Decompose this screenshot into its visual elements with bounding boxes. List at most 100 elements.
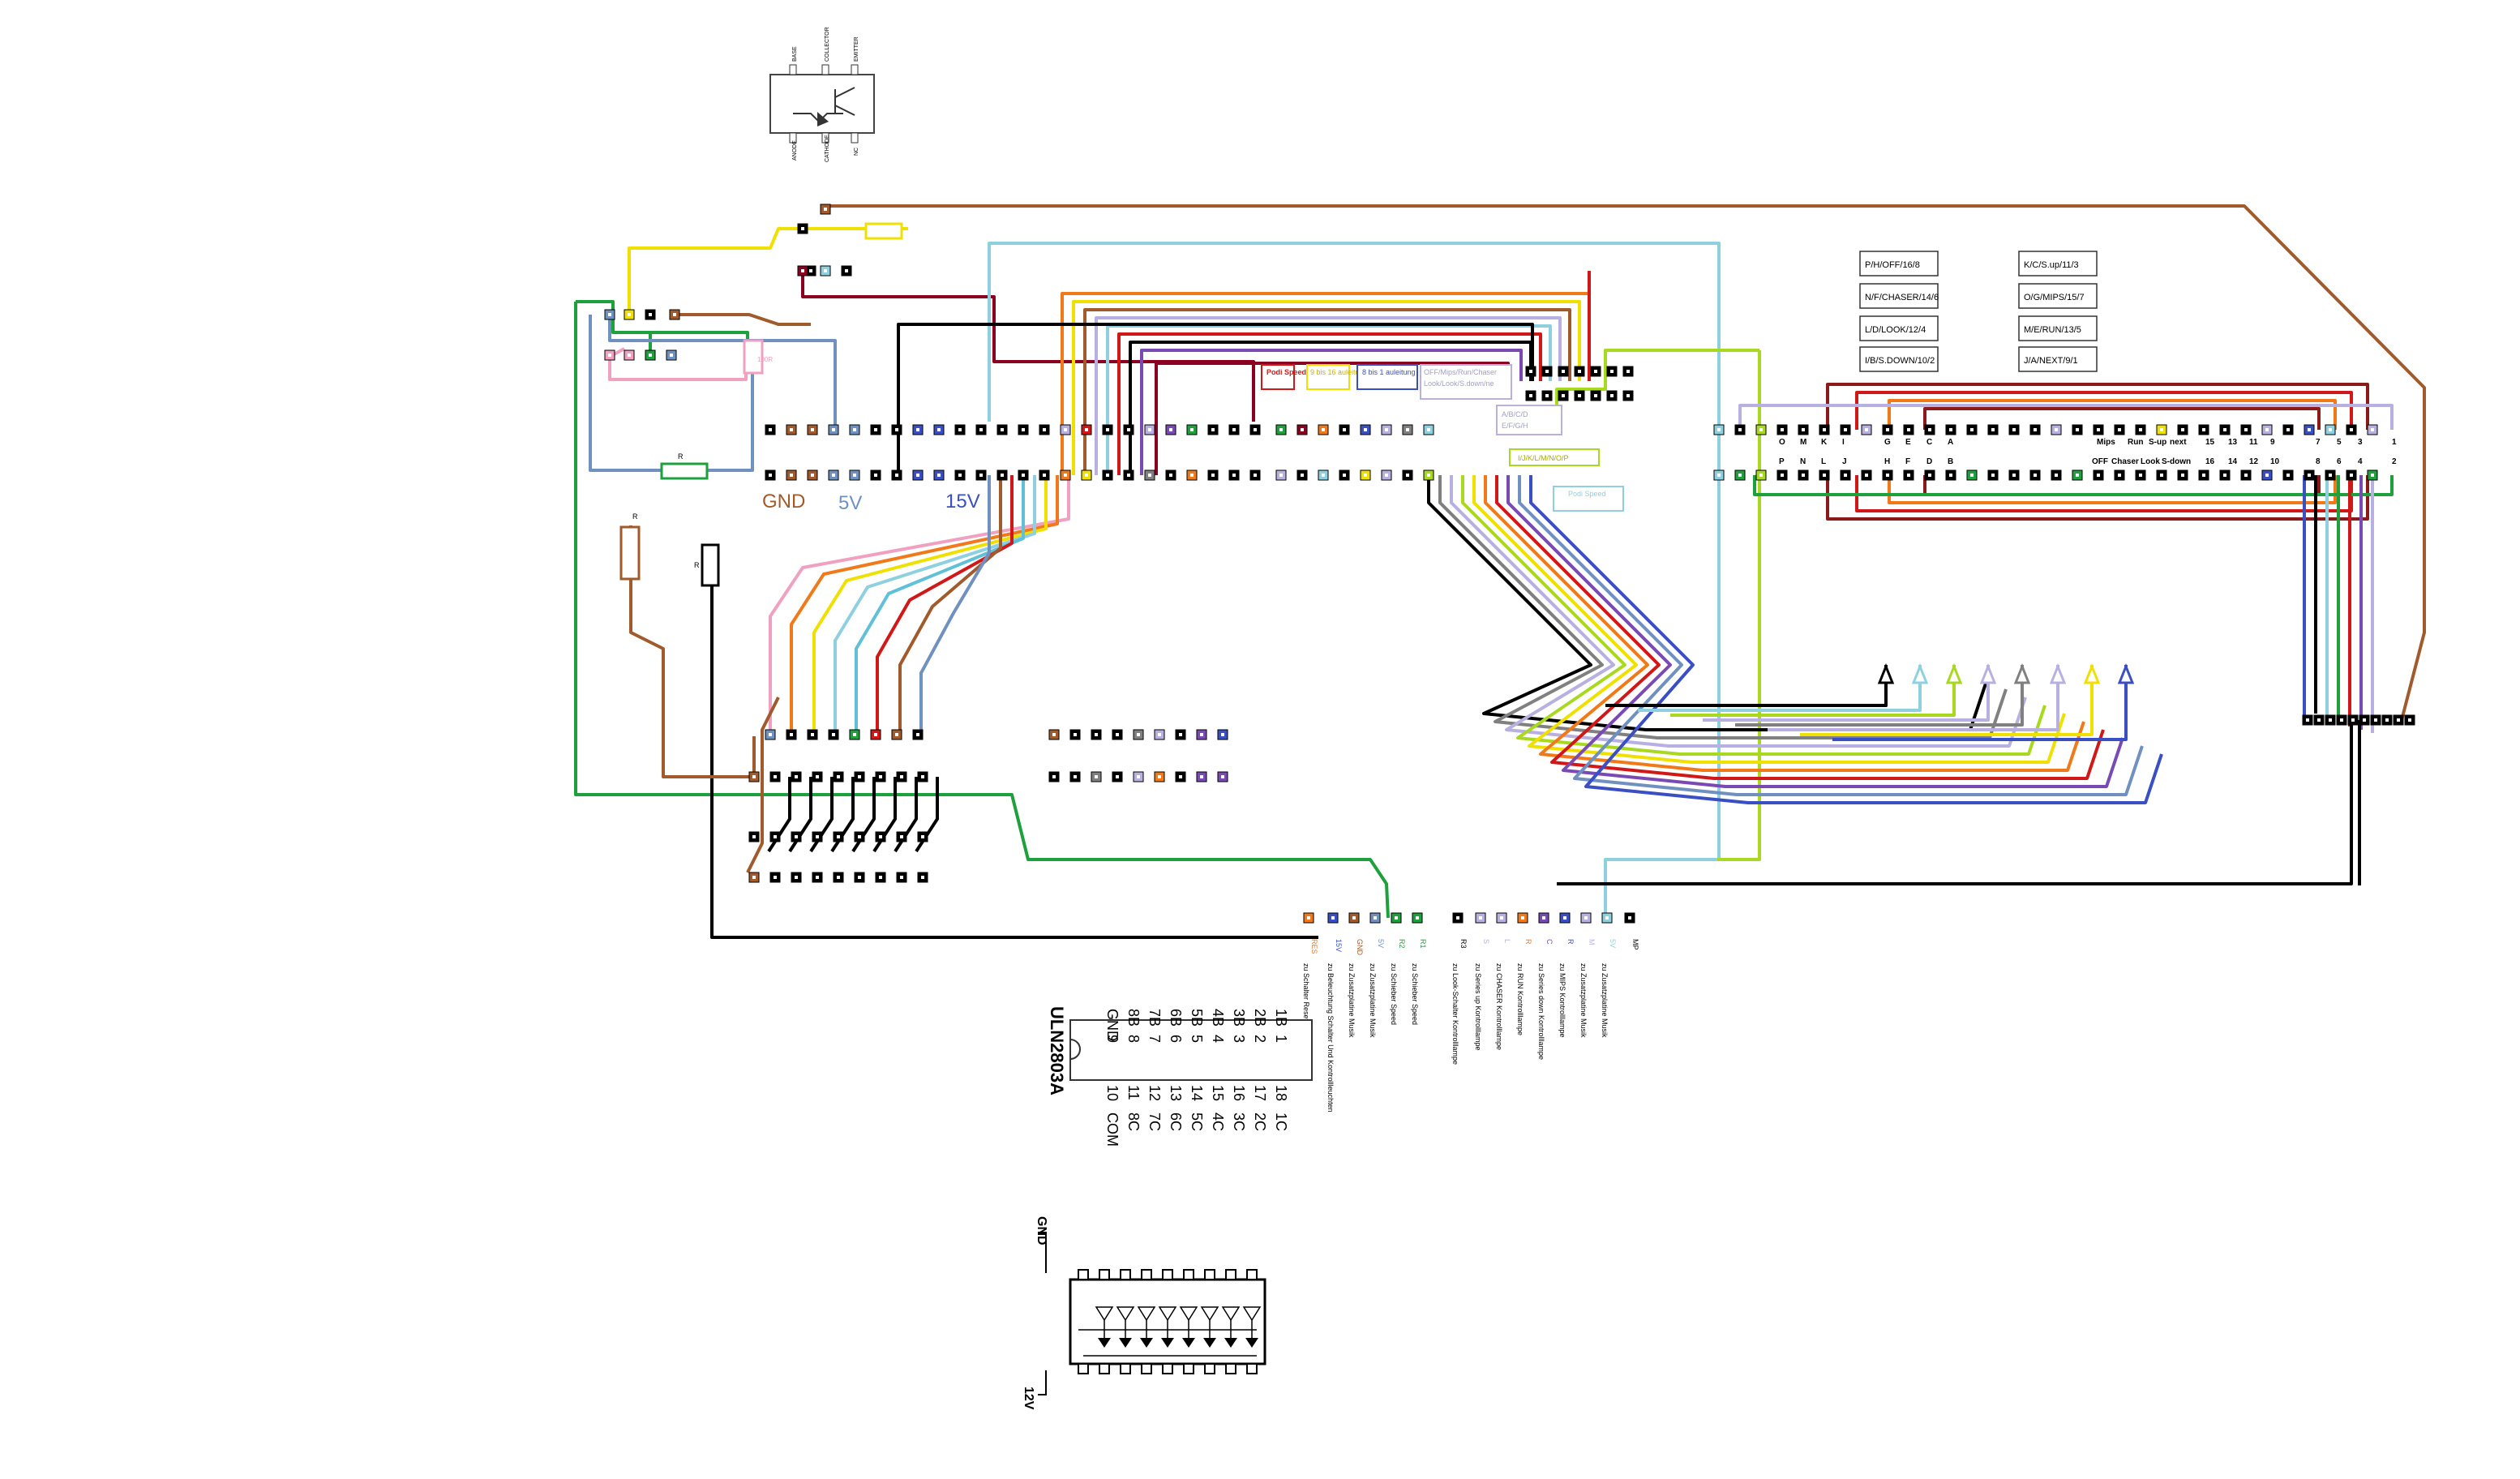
chip-diode	[1224, 1338, 1237, 1348]
wire	[1518, 475, 2144, 796]
pad-hole	[1738, 428, 1742, 431]
pad-hole	[1106, 428, 1109, 431]
output-description-label: zu Zusatzplatine Musik	[1348, 963, 1356, 1038]
signal-triangle	[2083, 662, 2101, 684]
output-description-label: zu Zusatzplatine Musik	[1369, 963, 1377, 1038]
pad-hole	[824, 208, 827, 211]
chip-diode	[1203, 1338, 1216, 1348]
pad-hole	[790, 733, 793, 736]
wire	[1461, 475, 2046, 756]
opto-pin-collector: COLLECTOR	[825, 27, 830, 62]
podi-speed-label: Podi Speed	[1266, 368, 1306, 376]
output-head-label: M	[1588, 939, 1596, 945]
pad-hole	[858, 775, 861, 778]
pad-hole	[2286, 474, 2290, 477]
wire	[1738, 404, 2394, 430]
pad-hole	[937, 474, 941, 477]
mapping-box	[2018, 251, 2098, 277]
pad-hole	[832, 428, 835, 431]
output-description-label: zu Series down Kontrolllampe	[1537, 963, 1545, 1060]
pad-hole	[790, 474, 793, 477]
chip-buffer-triangle	[1137, 1306, 1156, 1322]
pad-hole	[1106, 474, 1109, 477]
gnd-rail-label: GND	[762, 491, 805, 512]
wire	[589, 315, 662, 472]
pad-hole	[628, 354, 631, 357]
pad-hole	[2265, 428, 2269, 431]
wire	[1670, 665, 1956, 717]
ic-right-pin-number: 14	[1189, 1085, 1205, 1101]
pad-hole	[2351, 718, 2355, 722]
row1-label: 13	[2228, 438, 2238, 447]
wire	[769, 475, 1070, 735]
wire	[710, 551, 1318, 939]
pad-hole	[1095, 733, 1098, 736]
pad-hole	[879, 775, 882, 778]
ic-left-pin-name: 2B	[1252, 1009, 1268, 1027]
resistor-label-100r: 100R	[757, 356, 773, 363]
chip-buffer-triangle	[1158, 1306, 1177, 1322]
pad-hole	[1626, 394, 1630, 397]
pad-hole	[2308, 474, 2311, 477]
pad-hole	[1823, 428, 1826, 431]
wire	[746, 697, 780, 873]
pad-hole	[1427, 428, 1430, 431]
pad-hole	[895, 474, 898, 477]
pad-hole	[1179, 775, 1182, 778]
pad-hole	[2055, 428, 2058, 431]
efgh-label: E/F/G/H	[1502, 422, 1528, 430]
wire	[1484, 475, 2085, 772]
pad-hole	[2244, 428, 2248, 431]
opto-pin-nc: NC	[854, 148, 859, 156]
pad-hole	[916, 428, 919, 431]
pad-hole	[1584, 916, 1588, 920]
pad-hole	[1200, 775, 1203, 778]
wire	[608, 315, 837, 430]
pad-hole	[1521, 916, 1524, 920]
bottom-driver-chip: GND 12V	[1022, 1216, 1266, 1410]
chip-top-pin	[1246, 1269, 1258, 1280]
wire	[675, 313, 811, 326]
chip-bottom-pin	[1225, 1363, 1236, 1374]
pad-hole	[795, 835, 798, 838]
nine-to-sixteen-label: 9 bis 16 auleitung	[1310, 368, 1368, 376]
pad-hole	[2181, 474, 2184, 477]
wire	[1472, 475, 2066, 764]
pad-hole	[1781, 428, 1784, 431]
chip-diode	[1245, 1338, 1258, 1348]
pad-hole	[1137, 733, 1140, 736]
pad-hole	[795, 876, 798, 879]
row1-label: E	[1905, 438, 1911, 447]
pad-hole	[853, 733, 856, 736]
pad-hole	[769, 428, 772, 431]
pad-hole	[832, 474, 835, 477]
pad-hole	[628, 313, 631, 316]
chip-top-pin	[1141, 1269, 1152, 1280]
ic-left-pin-name: 4B	[1210, 1009, 1226, 1027]
pad-hole	[1479, 916, 1482, 920]
row1-label: Run	[2128, 438, 2143, 447]
pad-hole	[837, 775, 840, 778]
wire	[919, 475, 991, 735]
output-head-label: RES	[1310, 939, 1318, 954]
signal-triangle	[1877, 662, 1895, 684]
ic-left-pin-name: GND	[1104, 1009, 1121, 1041]
chip-bottom-pin	[1204, 1363, 1215, 1374]
mapping-box	[1859, 315, 1939, 341]
chip-diode	[1098, 1338, 1111, 1348]
pad-hole	[837, 835, 840, 838]
chip-diode	[1161, 1338, 1174, 1348]
row2-label: D	[1926, 457, 1932, 466]
pad-hole	[2076, 474, 2079, 477]
pad-hole	[1406, 428, 1409, 431]
output-head-label: MP	[1631, 939, 1639, 950]
pad-hole	[1307, 916, 1310, 920]
ic-right-pin-name: 8C	[1125, 1112, 1142, 1131]
chip-bottom-pin	[1162, 1363, 1173, 1374]
pad-hole	[2097, 428, 2100, 431]
pad-hole	[1331, 916, 1335, 920]
pad-hole	[2371, 428, 2374, 431]
ic-right-pin-name: 5C	[1189, 1112, 1205, 1131]
resistor-label-brown: R	[632, 512, 638, 521]
